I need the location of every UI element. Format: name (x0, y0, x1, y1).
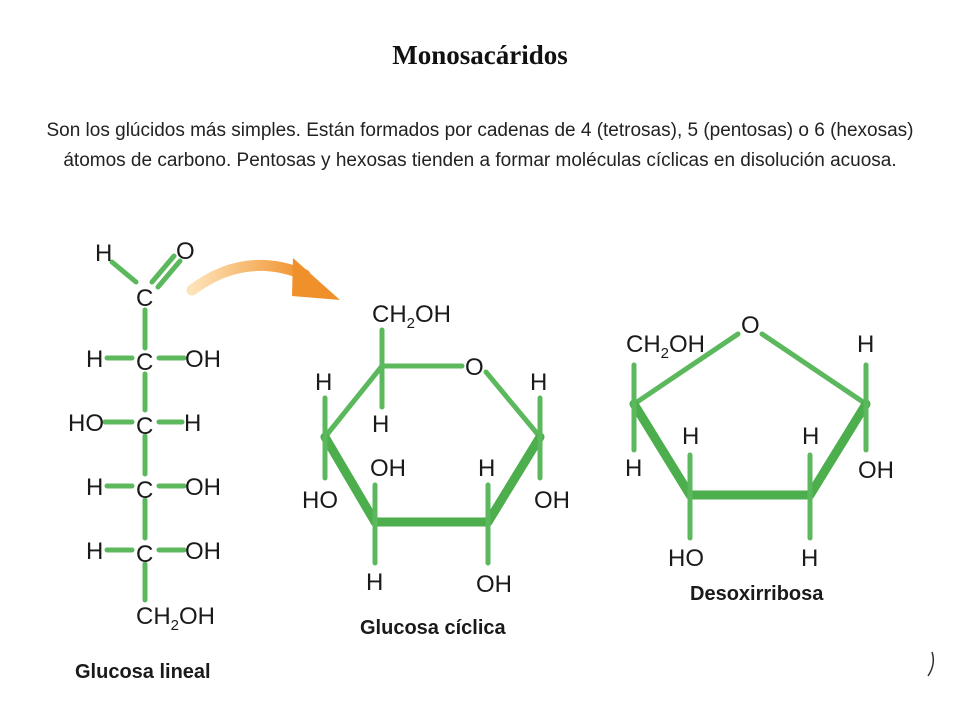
atom-ch2oh: CH2OH (136, 603, 215, 634)
caption-deoxyribose: Desoxirribosa (690, 583, 824, 605)
description-line-2: átomos de carbono. Pentosas y hexosas ti… (63, 150, 897, 171)
atom-oh: OH (476, 571, 512, 598)
transform-arrow (186, 258, 340, 300)
bond (629, 399, 695, 500)
edge-mark (927, 651, 935, 677)
caption-linear-glucose: Glucosa lineal (75, 661, 211, 683)
atom-c: C (136, 477, 153, 504)
atom-ch2oh: CH2OH (626, 331, 705, 362)
atom-ch2oh: CH2OH (372, 301, 451, 332)
description-line-1: Son los glúcidos más simples. Están form… (46, 120, 914, 141)
bond (322, 363, 385, 440)
atom-o: O (741, 312, 760, 339)
atom-h: H (530, 369, 547, 396)
atom-h: H (625, 455, 642, 482)
atom-h: H (315, 369, 332, 396)
atom-c: C (136, 413, 153, 440)
atom-ho: HO (302, 487, 338, 514)
atom-oh: OH (858, 457, 894, 484)
atom-ho: HO (68, 410, 104, 437)
deoxyribose: CH2OH O H H H H OH HO H Desoxirribosa (625, 312, 894, 605)
linear-glucose: H O C H C OH HO C H H C OH H C OH CH2OH … (68, 238, 221, 683)
atom-h: H (682, 423, 699, 450)
atom-h: H (86, 474, 103, 501)
atom-o: O (465, 354, 484, 381)
atom-oh: OH (185, 474, 221, 501)
slide-title: Monosacáridos (392, 40, 568, 70)
atom-h: H (95, 240, 112, 267)
atom-oh: OH (370, 455, 406, 482)
bond (320, 432, 380, 527)
atom-h: H (801, 545, 818, 572)
atom-oh: OH (185, 538, 221, 565)
bond (483, 432, 545, 527)
atom-oh: OH (534, 487, 570, 514)
bond (109, 259, 139, 285)
atom-h: H (372, 411, 389, 438)
bond (805, 399, 871, 500)
atom-c: C (136, 349, 153, 376)
atom-o: O (176, 238, 195, 265)
bond (631, 331, 741, 407)
double-bond (149, 253, 177, 285)
atom-h: H (857, 331, 874, 358)
slide-description: Son los glúcidos más simples. Están form… (12, 116, 948, 176)
atom-ho: HO (668, 545, 704, 572)
double-bond (155, 258, 183, 290)
atom-oh: OH (185, 346, 221, 373)
caption-cyclic-glucose: Glucosa cíclica (360, 617, 507, 639)
atom-h: H (366, 569, 383, 596)
atom-h: H (802, 423, 819, 450)
bond (759, 331, 869, 407)
bond (483, 369, 543, 440)
atom-h: H (86, 346, 103, 373)
atom-h: H (478, 455, 495, 482)
cyclic-glucose: CH2OH O H H H OH H HO OH H OH Glucosa cí… (302, 301, 570, 639)
atom-c: C (136, 541, 153, 568)
atom-c: C (136, 285, 153, 312)
atom-h: H (86, 538, 103, 565)
atom-h: H (184, 410, 201, 437)
